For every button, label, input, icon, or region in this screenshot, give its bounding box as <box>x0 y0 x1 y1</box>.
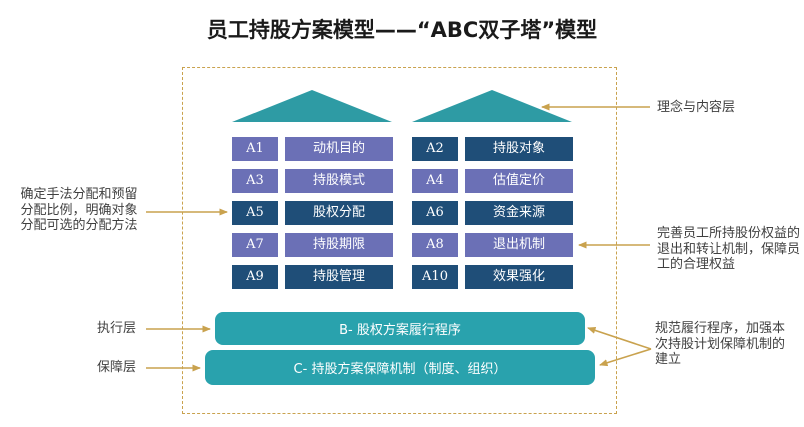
cell-a3-label: 持股模式 <box>285 169 393 193</box>
cell-a4-label: 估值定价 <box>465 169 573 193</box>
tower-row: A10 效果强化 <box>412 265 573 289</box>
bar-c-guarantee-mechanism: C- 持股方案保障机制（制度、组织） <box>205 350 595 385</box>
cell-a8-label: 退出机制 <box>465 233 573 257</box>
tower-row: A9 持股管理 <box>232 265 393 289</box>
tower-row: A5 股权分配 <box>232 201 393 225</box>
cell-a2-label: 持股对象 <box>465 137 573 161</box>
cell-a9-label: 持股管理 <box>285 265 393 289</box>
cell-a2-number: A2 <box>412 137 458 161</box>
dashed-frame <box>182 67 617 414</box>
tower-left: A1 动机目的 A3 持股模式 A5 股权分配 A7 持股期限 A9 持股管理 <box>232 137 393 289</box>
annotation-procedure-note: 规范履行程序，加强本次持股计划保障机制的建立 <box>655 321 786 367</box>
cell-a7-label: 持股期限 <box>285 233 393 257</box>
cell-a6-label: 资金来源 <box>465 201 573 225</box>
cell-a6-number: A6 <box>412 201 458 225</box>
tower-row: A2 持股对象 <box>412 137 573 161</box>
cell-a5-label: 股权分配 <box>285 201 393 225</box>
cell-a10-number: A10 <box>412 265 458 289</box>
cell-a9-number: A9 <box>232 265 278 289</box>
bar-b-execution-procedure: B- 股权方案履行程序 <box>215 312 585 345</box>
annotation-exit-note: 完善员工所持股份权益的退出和转让机制，保障员工的合理权益 <box>657 226 801 272</box>
page-title: 员工持股方案模型——“ABC双子塔”模型 <box>206 18 598 42</box>
tower-row: A8 退出机制 <box>412 233 573 257</box>
cell-a4-number: A4 <box>412 169 458 193</box>
annotation-execution-layer: 执行层 <box>97 321 137 336</box>
cell-a10-label: 效果强化 <box>465 265 573 289</box>
tower-row: A1 动机目的 <box>232 137 393 161</box>
annotation-guarantee-layer: 保障层 <box>97 360 137 375</box>
tower-row: A4 估值定价 <box>412 169 573 193</box>
tower-row: A6 资金来源 <box>412 201 573 225</box>
cell-a1-number: A1 <box>232 137 278 161</box>
tower-row: A3 持股模式 <box>232 169 393 193</box>
right-tower-roof-triangle <box>412 90 572 122</box>
tower-row: A7 持股期限 <box>232 233 393 257</box>
cell-a8-number: A8 <box>412 233 458 257</box>
annotation-concept-layer: 理念与内容层 <box>657 100 736 115</box>
tower-right: A2 持股对象 A4 估值定价 A6 资金来源 A8 退出机制 A10 效果强化 <box>412 137 573 289</box>
annotation-allocation-note: 确定手法分配和预留分配比例，明确对象分配可选的分配方法 <box>20 187 138 233</box>
cell-a7-number: A7 <box>232 233 278 257</box>
left-tower-roof-triangle <box>232 90 392 122</box>
cell-a5-number: A5 <box>232 201 278 225</box>
cell-a1-label: 动机目的 <box>285 137 393 161</box>
cell-a3-number: A3 <box>232 169 278 193</box>
